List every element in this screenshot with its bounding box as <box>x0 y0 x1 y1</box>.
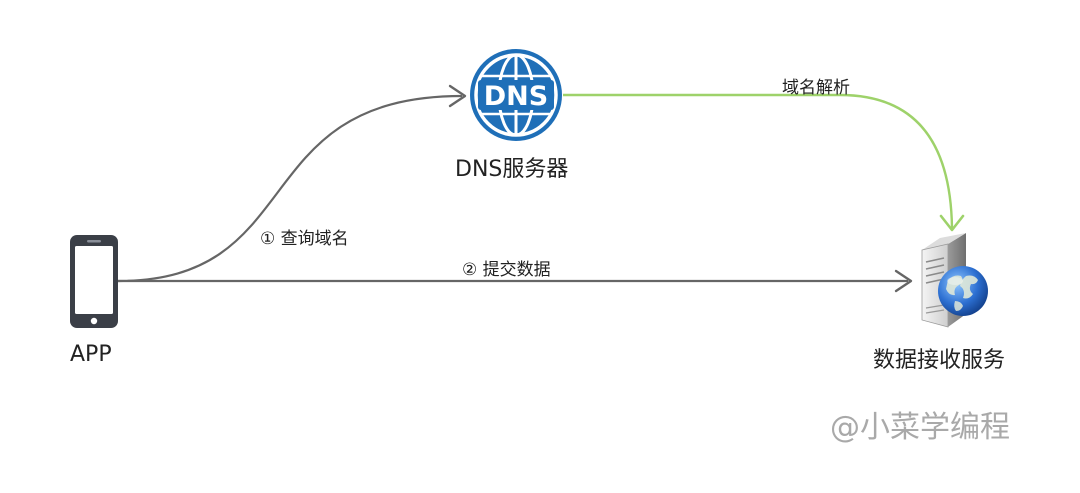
node-label-dns: DNS服务器 <box>455 157 569 182</box>
edge-resolve-arrowhead <box>939 214 965 232</box>
edge-submit-arrowhead <box>894 269 913 293</box>
node-label-server: 数据接收服务 <box>873 348 1006 373</box>
smartphone-icon <box>70 235 118 328</box>
edge-query-arrowhead <box>448 84 467 108</box>
dns-globe-icon: DNS <box>470 49 562 141</box>
edge-resolve-arrow <box>563 93 954 229</box>
edge-label-submit: ② 提交数据 <box>462 260 551 280</box>
edge-query-arrow <box>117 94 463 283</box>
web-server-globe-icon <box>921 233 988 328</box>
node-label-app: APP <box>70 342 112 367</box>
watermark-text: @小菜学编程 <box>830 410 1010 445</box>
edge-label-resolve: 域名解析 <box>782 78 850 98</box>
dns-icon-text: DNS <box>484 81 548 112</box>
edge-label-query: ① 查询域名 <box>260 229 349 249</box>
